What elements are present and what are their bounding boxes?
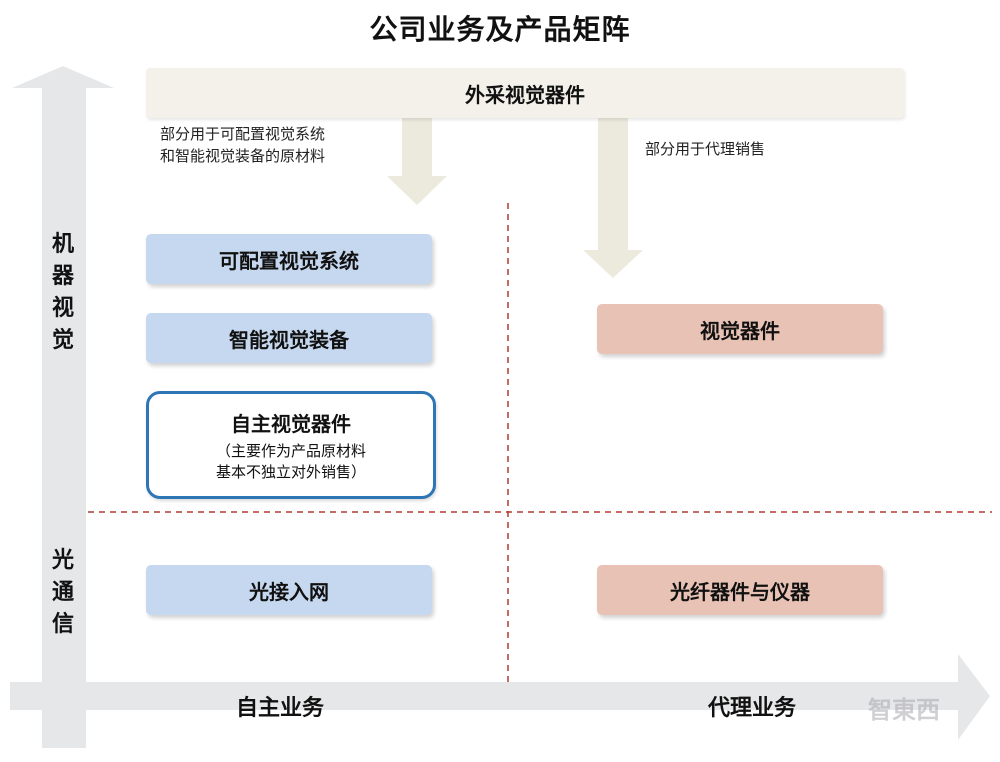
box-vision-components: 视觉器件 <box>597 304 883 354</box>
self-components-sub2: 基本不独立对外销售） <box>215 462 366 481</box>
self-components-title: 自主视觉器件 <box>231 411 351 436</box>
left-note-line1: 部分用于可配置视觉系统 <box>160 125 326 143</box>
watermark-logo: 智東西 <box>868 696 940 724</box>
horizontal-axis-arrow <box>10 654 990 740</box>
box-self-vision-components: 自主视觉器件 （主要作为产品原材料 基本不独立对外销售） <box>146 391 436 499</box>
axis-label-optical-comm: 光通信 <box>51 547 74 637</box>
page-title: 公司业务及产品矩阵 <box>369 13 631 46</box>
left-note: 部分用于可配置视觉系统 和智能视觉装备的原材料 <box>160 123 325 167</box>
box-fiber-components-instruments: 光纤器件与仪器 <box>597 565 883 615</box>
left-down-arrow <box>387 118 447 205</box>
axis-label-machine-vision: 机器视觉 <box>51 231 74 353</box>
box-smart-vision-equipment: 智能视觉装备 <box>146 313 432 363</box>
vertical-axis-arrow <box>12 66 114 748</box>
external-components-bar: 外采视觉器件 <box>146 68 904 118</box>
right-down-arrow <box>583 118 643 278</box>
right-note: 部分用于代理销售 <box>645 140 766 158</box>
left-note-line2: 和智能视觉装备的原材料 <box>160 147 326 165</box>
box-optical-access-network: 光接入网 <box>146 565 432 615</box>
axis-label-self-business: 自主业务 <box>236 695 325 721</box>
box-configurable-vision-system: 可配置视觉系统 <box>146 234 432 284</box>
self-components-sub1: （主要作为产品原材料 <box>215 441 366 460</box>
axis-label-agency-business: 代理业务 <box>708 695 797 721</box>
